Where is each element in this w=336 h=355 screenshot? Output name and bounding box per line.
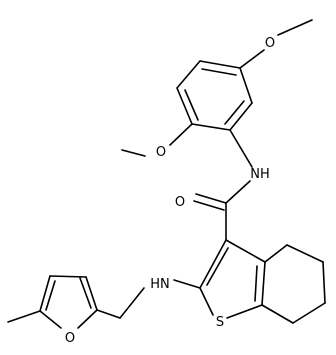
bond [199,287,214,316]
bond [254,265,258,302]
bond [45,280,56,311]
bond [229,129,253,168]
bond [39,310,62,329]
bond [7,310,41,323]
bond [199,60,241,69]
bond [201,68,237,76]
bond [229,102,253,131]
bond [206,247,229,286]
bond [176,60,201,89]
bond [121,149,146,157]
bond [85,276,98,311]
bond [96,309,121,319]
bond [264,244,288,263]
bond [261,261,266,306]
bond [277,19,313,36]
bond [225,180,251,204]
bond [193,200,225,211]
bond [199,239,227,289]
bond [239,67,253,104]
bond [225,239,266,263]
bond [239,49,265,69]
methoxy-oxygen-label: O [156,145,166,160]
bond-lines [7,19,326,329]
bond [49,275,87,278]
carbonyl-oxygen-label: O [175,195,185,210]
bond [191,123,231,131]
bond [224,100,245,125]
furan-oxygen-label: O [65,331,75,346]
bond [226,304,263,319]
bond [119,287,145,319]
bond [184,89,199,121]
bond [176,87,193,125]
bond [169,123,193,146]
bond [195,193,227,204]
bond [322,261,326,304]
bond [286,244,324,263]
bond [39,275,51,312]
bond [173,279,201,289]
amine-nitrogen-label: HN [150,277,170,292]
bond [77,309,98,329]
bond [292,302,326,324]
bond [79,277,92,309]
bond [261,304,294,324]
amide-nitrogen-label: NH [250,167,270,182]
methoxy-oxygen-label: O [265,36,275,51]
thiophene-sulfur-label: S [216,315,224,330]
